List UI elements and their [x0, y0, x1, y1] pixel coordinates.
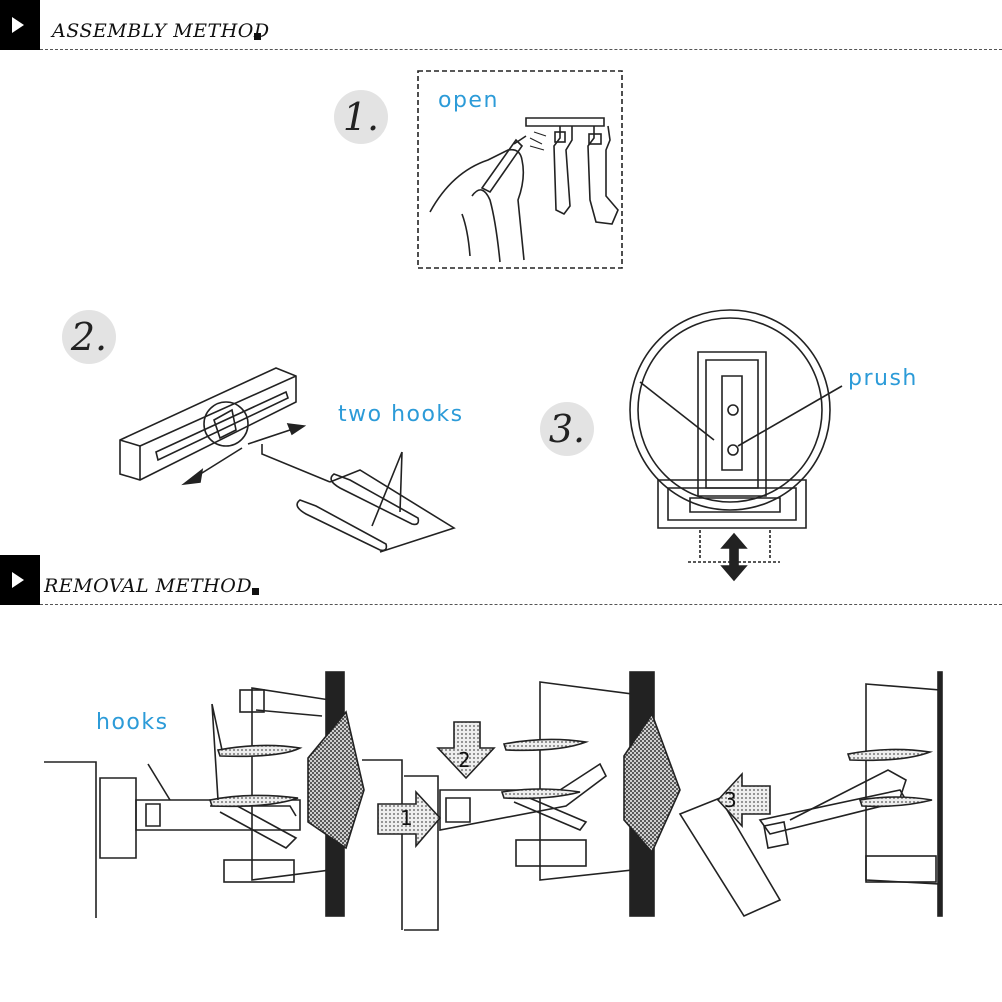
removal-header-title: REMOVAL METHOD	[44, 575, 253, 597]
play-icon	[0, 555, 40, 605]
step-1-illustration	[417, 70, 623, 269]
header-divider	[40, 604, 1002, 605]
step-3-badge: 3.	[540, 402, 594, 456]
header-dot	[252, 588, 259, 595]
label-prush: prush	[848, 366, 918, 391]
step-2-illustration	[119, 367, 456, 553]
arrow-number-1: 1	[400, 806, 415, 830]
assembly-header-title: ASSEMBLY METHOD	[52, 20, 270, 42]
removal-header: REMOVAL METHOD	[0, 555, 1002, 605]
assembly-header: ASSEMBLY METHOD	[0, 0, 1002, 50]
play-icon	[0, 0, 40, 50]
header-divider	[40, 49, 1002, 50]
label-hooks: hooks	[96, 710, 169, 735]
removal-illustration	[44, 671, 943, 931]
step-3-illustration	[629, 309, 843, 582]
step-2-badge: 2.	[62, 310, 116, 364]
arrow-number-2: 2	[458, 748, 473, 772]
label-two-hooks: two hooks	[338, 402, 464, 427]
step-1-badge: 1.	[334, 90, 388, 144]
arrow-number-3: 3	[724, 788, 739, 812]
header-dot	[254, 33, 261, 40]
label-open: open	[438, 88, 499, 113]
